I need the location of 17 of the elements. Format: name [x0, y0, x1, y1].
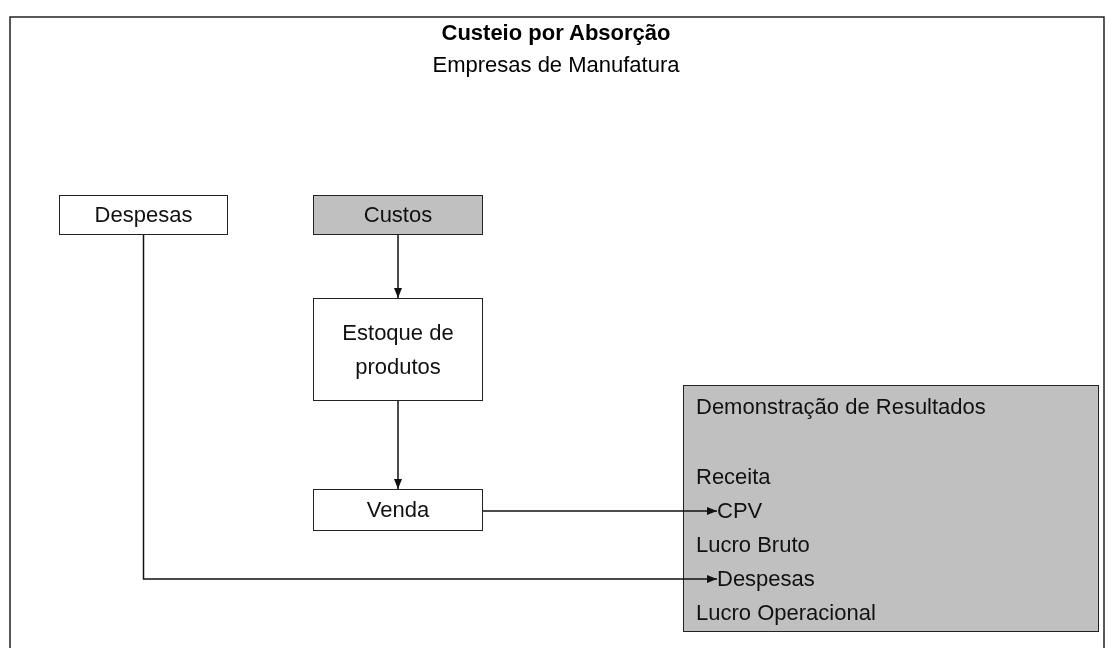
statement-line: CPV	[717, 494, 817, 528]
statement-line: Lucro Operacional	[696, 596, 936, 630]
arrow	[482, 506, 718, 516]
arrow	[393, 234, 403, 299]
process-box: Despesas	[59, 195, 228, 235]
arrow	[393, 400, 403, 490]
arrow	[142, 234, 718, 584]
process-box: Custos	[313, 195, 483, 235]
statement-panel	[683, 385, 1099, 632]
panel-heading: Demonstração de Resultados	[696, 393, 986, 421]
process-box: Venda	[313, 489, 483, 531]
statement-line: Lucro Bruto	[696, 528, 896, 562]
statement-line: Despesas	[717, 562, 867, 596]
process-box: Estoque de produtos	[313, 298, 483, 401]
statement-line: Receita	[696, 460, 896, 494]
diagram-title: Custeio por Absorção	[441, 20, 671, 45]
diagram-subtitle: Empresas de Manufatura	[432, 52, 680, 77]
